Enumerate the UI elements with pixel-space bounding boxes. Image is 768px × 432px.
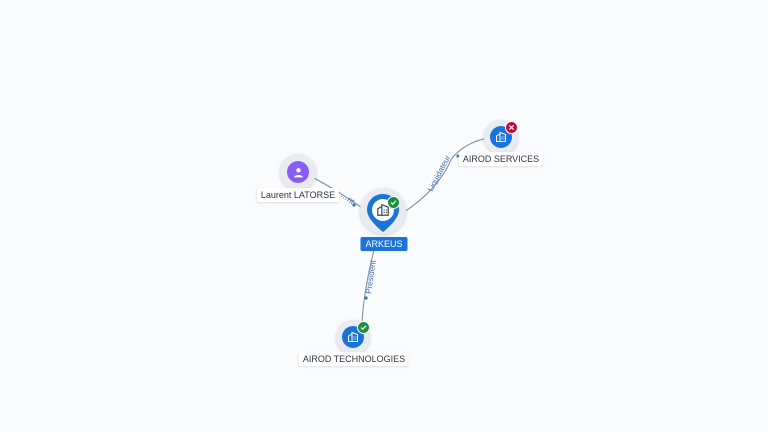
edge-arkeus-airod-services xyxy=(403,137,489,213)
node-label-airod-technologies[interactable]: AIROD TECHNOLOGIES xyxy=(298,352,410,366)
check-badge-icon xyxy=(387,196,400,209)
edge-arrow-arkeus-airod-services xyxy=(456,154,460,158)
cross-badge-icon xyxy=(505,121,518,134)
edge-arrow-airod-technologies-arkeus xyxy=(364,296,368,300)
building-icon xyxy=(496,131,506,142)
edge-label-arkeus-airod-services: Liquidateur xyxy=(426,153,453,192)
node-airod-technologies[interactable] xyxy=(336,320,370,354)
node-arkeus[interactable] xyxy=(360,188,406,234)
edge-airod-technologies-arkeus xyxy=(361,249,375,323)
node-label-arkeus[interactable]: ARKEUS xyxy=(360,237,408,251)
person-icon xyxy=(293,167,303,177)
node-laurent-latorse[interactable] xyxy=(280,154,316,190)
edge-label-airod-technologies-arkeus: Président xyxy=(364,259,378,294)
node-airod-services[interactable] xyxy=(484,120,518,154)
person-avatar xyxy=(287,161,309,183)
building-icon xyxy=(348,331,358,342)
edge-arrow-laurent-arkeus xyxy=(352,203,356,207)
node-label-laurent-latorse[interactable]: Laurent LATORSE xyxy=(256,188,340,202)
check-badge-icon xyxy=(357,321,370,334)
node-label-airod-services[interactable]: AIROD SERVICES xyxy=(458,152,544,166)
